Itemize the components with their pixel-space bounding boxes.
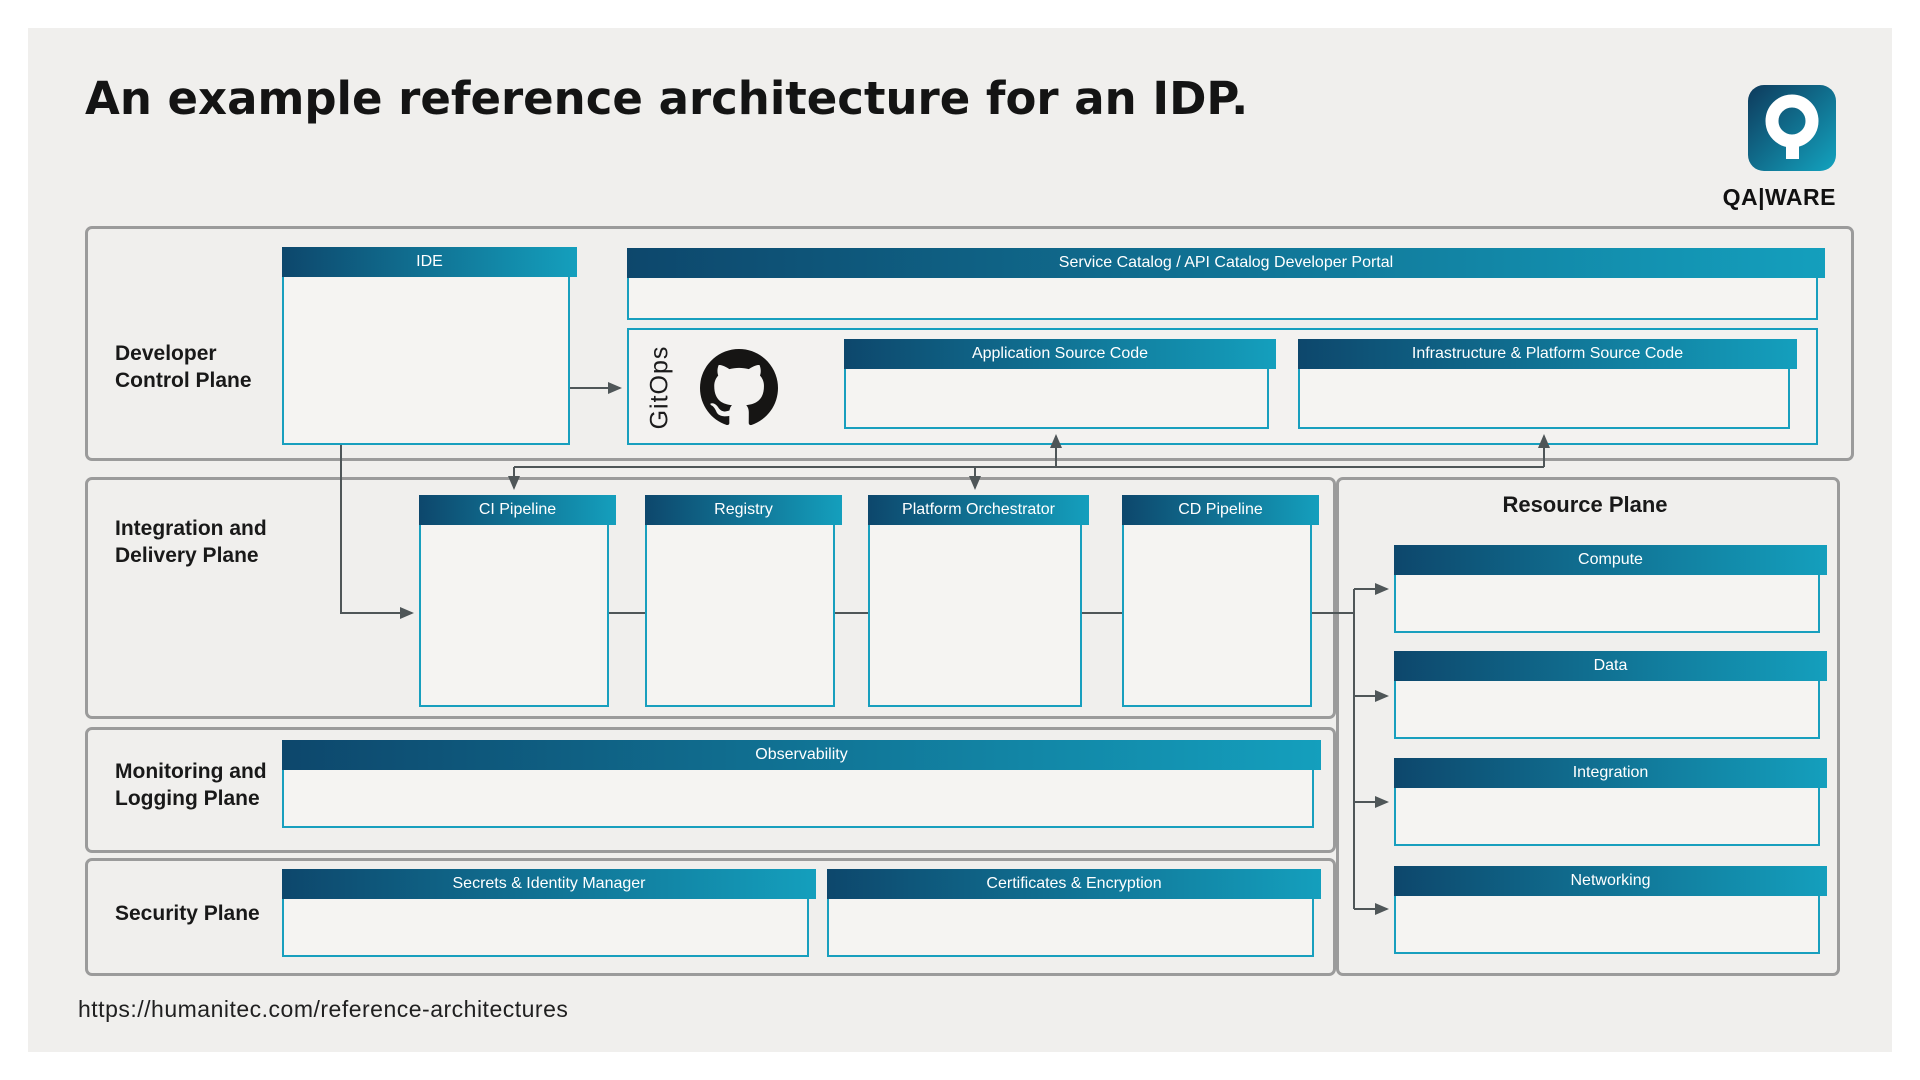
box-registry: Registry [645,495,842,707]
box-cd-pipeline-label: CD Pipeline [1178,501,1263,518]
box-ci-pipeline: CI Pipeline [419,495,616,707]
box-application-source-code: Application Source Code [844,339,1276,429]
box-registry-label: Registry [714,501,773,518]
qaware-wordmark: QA|WARE [1722,184,1836,210]
box-secrets-identity-manager: Secrets & Identity Manager [282,869,816,957]
box-service-catalog: Service Catalog / API Catalog Developer … [627,248,1825,320]
box-compute-label: Compute [1578,551,1643,568]
box-application-source-code-label: Application Source Code [971,345,1149,362]
box-ide-label: IDE [416,253,443,270]
box-integration: Integration [1394,758,1827,846]
page-title: An example reference architecture for an… [85,72,1249,125]
box-certificates-encryption-header: Certificates & Encryption [827,869,1321,899]
github-icon [700,349,778,426]
box-platform-orchestrator: Platform Orchestrator [868,495,1089,707]
box-integration-header: Integration [1394,758,1827,788]
plane-monitoring-logging [85,727,1336,853]
plane-security [85,858,1336,976]
box-ci-pipeline-header: CI Pipeline [419,495,616,525]
plane-monitoring-logging-label: Monitoring and Logging Plane [115,760,267,811]
box-ide-header: IDE [282,247,577,277]
box-networking-label: Networking [1570,872,1651,889]
qaware-q-icon [1748,85,1836,171]
box-observability-label: Observability [755,746,848,763]
box-infrastructure-source-code-header: Infrastructure & Platform Source Code [1298,339,1797,369]
source-url: https://humanitec.com/reference-architec… [78,996,569,1022]
box-ide: IDE [282,247,577,445]
box-service-catalog-header: Service Catalog / API Catalog Developer … [627,248,1825,278]
box-integration-label: Integration [1572,764,1649,781]
box-ci-pipeline-label: CI Pipeline [478,501,557,518]
box-infrastructure-source-code: Infrastructure & Platform Source Code [1298,339,1797,429]
box-application-source-code-header: Application Source Code [844,339,1276,369]
box-data-header: Data [1394,651,1827,681]
box-registry-header: Registry [645,495,842,525]
box-cd-pipeline: CD Pipeline [1122,495,1319,707]
box-data-label: Data [1593,657,1628,674]
plane-developer-control [85,226,1854,461]
plane-resource-title: Resource Plane [1502,492,1668,517]
plane-developer-control-label: Developer Control Plane [115,342,252,393]
plane-security-label: Security Plane [115,902,260,925]
plane-resource [1336,477,1840,976]
box-data: Data [1394,651,1827,739]
box-networking-header: Networking [1394,866,1827,896]
box-certificates-encryption-label: Certificates & Encryption [986,875,1162,892]
box-observability-header: Observability [282,740,1321,770]
box-compute: Compute [1394,545,1827,633]
box-observability: Observability [282,740,1321,828]
q-glyph [1765,94,1819,159]
box-infrastructure-source-code-label: Infrastructure & Platform Source Code [1411,345,1684,362]
box-secrets-identity-manager-header: Secrets & Identity Manager [282,869,816,899]
box-compute-header: Compute [1394,545,1827,575]
plane-integration-delivery-label: Integration and Delivery Plane [115,517,267,568]
box-networking: Networking [1394,866,1827,954]
gitops-label: GitOps [636,332,684,442]
gitops-text: GitOps [645,345,674,429]
box-service-catalog-label: Service Catalog / API Catalog Developer … [1058,254,1394,271]
box-cd-pipeline-header: CD Pipeline [1122,495,1319,525]
box-certificates-encryption: Certificates & Encryption [827,869,1321,957]
box-platform-orchestrator-label: Platform Orchestrator [902,501,1055,518]
box-secrets-identity-manager-label: Secrets & Identity Manager [452,875,646,892]
box-platform-orchestrator-header: Platform Orchestrator [868,495,1089,525]
plane-integration-delivery [85,477,1336,719]
